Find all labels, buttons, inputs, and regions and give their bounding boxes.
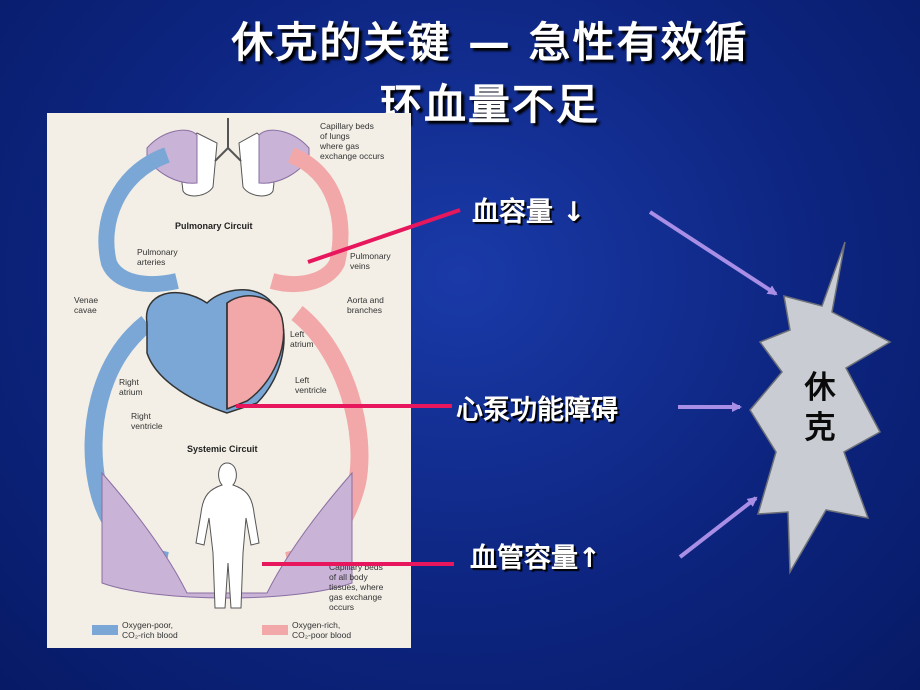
label-capillary-lungs-3: where gas — [319, 141, 359, 151]
heart-icon — [145, 289, 285, 414]
factor-pump-failure: 心泵功能障碍 — [456, 395, 618, 426]
label-aorta-1: Aorta and — [347, 295, 384, 305]
arrow-blood-volume — [648, 210, 778, 296]
label-pulmonary-veins-2: veins — [350, 261, 370, 271]
label-capillary-lungs-2: of lungs — [320, 131, 350, 141]
arrow-vascular — [678, 496, 758, 559]
label-capillary-body-1: Capillary beds — [329, 562, 383, 572]
human-body-icon — [195, 462, 260, 609]
label-capillary-lungs-4: exchange occurs — [320, 151, 384, 161]
legend-oxygen-rich-1: Oxygen-rich, — [292, 620, 340, 630]
label-systemic-circuit: Systemic Circuit — [187, 444, 258, 454]
label-capillary-body-3: tissues, where — [329, 582, 384, 592]
legend-oxygen-poor-2: CO₂-rich blood — [122, 630, 178, 640]
legend-oxygen-poor-1: Oxygen-poor, — [122, 620, 173, 630]
pulmonary-vein-vessel — [269, 147, 349, 292]
body-capillary-bed — [101, 471, 353, 599]
factor-blood-volume: 血容量 ↓ — [472, 197, 586, 228]
shock-burst-icon — [749, 241, 892, 575]
label-right-atrium-1: Right — [119, 377, 139, 387]
label-aorta-2: branches — [347, 305, 382, 315]
legend-oxygen-poor-swatch — [92, 625, 118, 635]
label-pulmonary-veins-1: Pulmonary — [350, 251, 391, 261]
label-pulmonary-arteries-1: Pulmonary — [137, 247, 178, 257]
label-venae-cavae-1: Venae — [74, 295, 98, 305]
label-pulmonary-circuit: Pulmonary Circuit — [175, 221, 253, 231]
label-right-ventricle-1: Right — [131, 411, 151, 421]
circulation-diagram: Capillary beds of lungs where gas exchan… — [47, 113, 411, 648]
shock-label-line-1: 休 — [804, 370, 836, 406]
label-venae-cavae-2: cavae — [74, 305, 97, 315]
diagram-legend: Oxygen-poor, CO₂-rich blood Oxygen-rich,… — [92, 620, 351, 640]
lung-capillary-bed — [146, 129, 310, 184]
label-left-ventricle-1: Left — [295, 375, 310, 385]
label-capillary-body-4: gas exchange — [329, 592, 382, 602]
label-capillary-lungs-1: Capillary beds — [320, 121, 374, 131]
label-right-ventricle-2: ventricle — [131, 421, 163, 431]
title-line-1: 休克的关键 — 急性有效循 — [231, 18, 749, 67]
pointer-line-blood-volume — [307, 208, 461, 264]
label-left-ventricle-2: ventricle — [295, 385, 327, 395]
slide-title: 休克的关键 — 急性有效循 环血量不足 — [140, 12, 840, 136]
pulmonary-artery-vessel — [98, 147, 179, 292]
label-capillary-body-2: of all body — [329, 572, 368, 582]
label-pulmonary-arteries-2: arteries — [137, 257, 165, 267]
legend-oxygen-rich-2: CO₂-poor blood — [292, 630, 351, 640]
shock-label-line-2: 克 — [804, 410, 836, 446]
factor-vascular-capacity: 血管容量↑ — [470, 543, 601, 574]
title-line-2: 环血量不足 — [379, 80, 600, 129]
label-left-atrium-1: Left — [290, 329, 305, 339]
legend-oxygen-rich-swatch — [262, 625, 288, 635]
label-capillary-body-5: occurs — [329, 602, 354, 612]
label-left-atrium-2: atrium — [290, 339, 314, 349]
shock-label: 休 克 — [790, 368, 850, 448]
circulation-illustration: Capillary beds of lungs where gas exchan… — [74, 118, 391, 640]
label-right-atrium-2: atrium — [119, 387, 143, 397]
